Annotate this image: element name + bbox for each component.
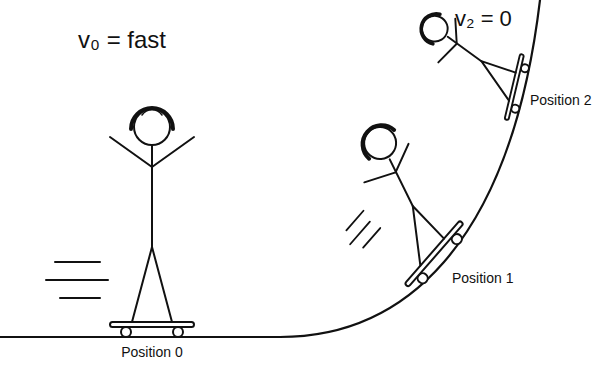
- speed-lines: [46, 262, 108, 298]
- position-label: Position 1: [452, 270, 513, 286]
- position-label: Position 0: [121, 344, 182, 360]
- ramp-curve: [0, 0, 540, 337]
- position-label: Position 2: [530, 92, 591, 108]
- velocity-label: v₀ = fast: [78, 26, 166, 54]
- velocity-label: v₂ = 0: [455, 6, 512, 31]
- skater-figure: [110, 108, 194, 337]
